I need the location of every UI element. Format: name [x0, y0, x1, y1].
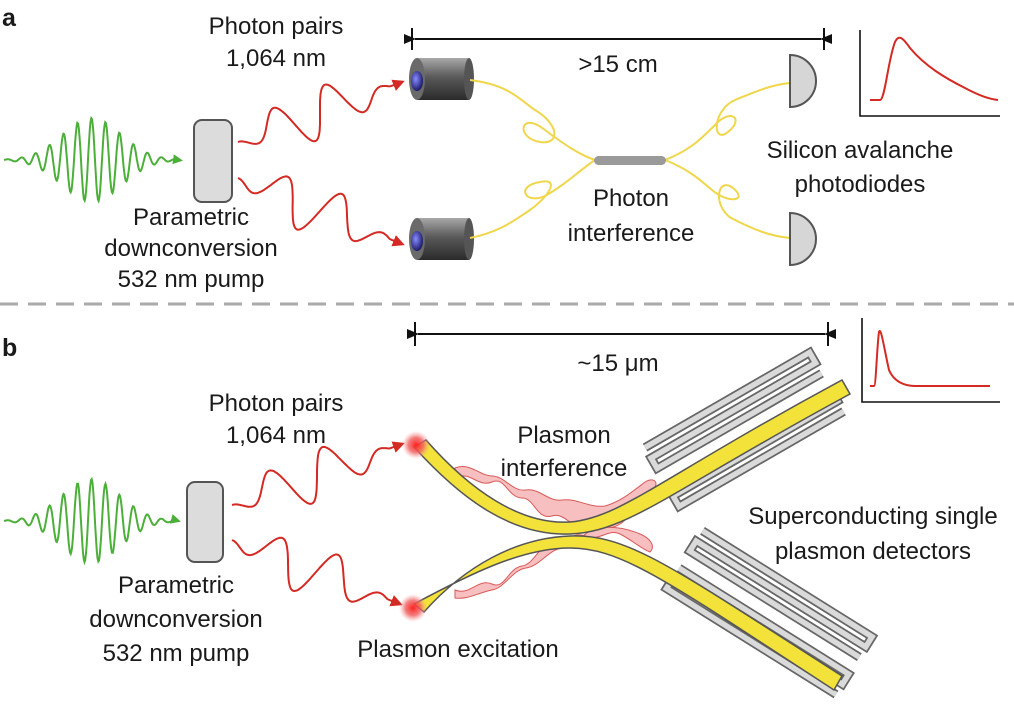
detector-label-b-1: Superconducting single — [748, 503, 998, 530]
wavelength-label-a: 1,064 nm — [226, 45, 326, 72]
photon-pairs-label-b: Photon pairs — [209, 390, 344, 417]
source-label-a-3: 532 nm pump — [118, 266, 265, 293]
plasmon-excitation-spot-lower — [399, 594, 427, 622]
source-label-a-1: Parametric — [133, 204, 249, 231]
pump-wave-b — [3, 476, 181, 566]
photon-wave-a-upper — [237, 79, 405, 145]
downconversion-crystal-a — [193, 119, 233, 203]
detector-label-b-2: plasmon detectors — [775, 538, 971, 565]
photon-wave-b-upper — [231, 441, 405, 508]
distance-label-a: >15 cm — [578, 51, 657, 78]
plasmon-excitation-spot-upper — [402, 431, 430, 459]
plasmonic-waveguide-upper — [412, 378, 852, 535]
panel-a: a — [2, 4, 1000, 293]
panel-b-letter: b — [2, 334, 17, 362]
pump-wave-a — [3, 115, 183, 204]
plasmon-interference-label-2: interference — [501, 455, 628, 482]
plasmon-excitation-label: Plasmon excitation — [357, 636, 558, 663]
photon-interference-label-1: Photon — [593, 185, 669, 212]
fiber-coupler-a-upper — [409, 58, 474, 100]
plasmonic-waveguide-lower — [412, 535, 844, 692]
detector-label-a-1: Silicon avalanche — [767, 137, 954, 164]
distance-dimension-a — [404, 28, 832, 50]
photon-pairs-label-a: Photon pairs — [209, 13, 344, 40]
avalanche-photodiode-upper — [789, 53, 817, 109]
avalanche-photodiode-lower — [789, 211, 817, 267]
wavelength-label-b: 1,064 nm — [226, 422, 326, 449]
panel-b: b ~15 μm — [2, 318, 1000, 699]
detector-signal-plot-b — [861, 318, 1000, 403]
distance-dimension-b — [407, 322, 836, 346]
optical-fibers-a — [469, 79, 791, 239]
photon-interference-label-2: interference — [568, 220, 695, 247]
downconversion-crystal-b — [186, 481, 224, 563]
distance-label-b: ~15 μm — [577, 350, 658, 377]
photon-wave-b-lower — [231, 536, 403, 607]
detector-signal-plot-a — [859, 30, 1000, 117]
source-label-b-1: Parametric — [118, 572, 234, 599]
photon-wave-a-lower — [237, 175, 405, 247]
detector-label-a-2: photodiodes — [795, 171, 926, 198]
panel-a-letter: a — [2, 4, 17, 32]
source-label-b-3: 532 nm pump — [103, 640, 250, 667]
plasmon-interference-label-1: Plasmon — [517, 422, 610, 449]
source-label-b-2: downconversion — [89, 606, 262, 633]
source-label-a-2: downconversion — [104, 235, 277, 262]
fiber-beam-splitter-a — [594, 156, 666, 165]
fiber-coupler-a-lower — [409, 218, 474, 260]
